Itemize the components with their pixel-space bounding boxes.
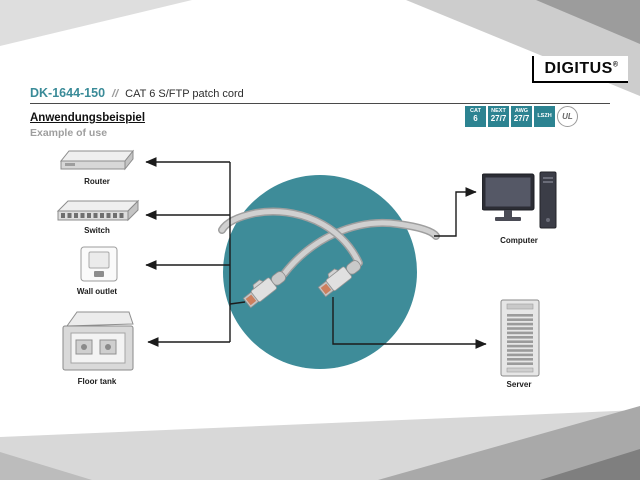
badge-cat6: CAT 6 [465, 106, 486, 127]
computer-label: Computer [500, 236, 538, 245]
product-header: DK-1644-150 // CAT 6 S/FTP patch cord [30, 86, 244, 100]
registered-mark: ® [612, 61, 618, 69]
wall-outlet-icon [80, 246, 118, 282]
server-label: Server [506, 380, 532, 389]
badge-awg: AWG 27/7 [511, 106, 532, 127]
wall-outlet-label: Wall outlet [76, 287, 118, 296]
section-subheading: Example of use [30, 127, 108, 139]
badge-lszh-top: LSZH [537, 112, 552, 119]
rj45-connector-right [317, 260, 362, 298]
badge-cat6-main: 6 [473, 114, 478, 124]
badge-lszh: LSZH [534, 106, 555, 127]
badge-next-main: 27/7 [490, 114, 507, 124]
badge-cat6-top: CAT [470, 108, 481, 115]
ul-label: UL [562, 112, 573, 121]
badge-awg-main: 27/7 [513, 114, 530, 124]
trunk-to-connector-line [229, 301, 246, 305]
header-divider [30, 103, 610, 104]
server-icon [500, 299, 540, 377]
switch-icon [56, 199, 140, 222]
router-icon [59, 149, 135, 171]
connection-lines [145, 157, 487, 349]
floor-tank-label: Floor tank [77, 377, 117, 386]
arrow-to-computer [434, 187, 477, 237]
patch-cord-cable [218, 207, 440, 278]
brand-name: DIGITUS [544, 60, 613, 77]
router-label: Router [84, 177, 110, 186]
badge-next-top: NEXT [491, 108, 506, 115]
arrow-to-server [332, 297, 487, 349]
product-code: DK-1644-150 [30, 86, 106, 100]
digitus-logo: DIGITUS® [532, 56, 628, 83]
floor-tank-icon [62, 311, 134, 371]
badge-next: NEXT 27/7 [488, 106, 509, 127]
ul-certification-mark: UL [557, 106, 578, 127]
badge-awg-top: AWG [514, 108, 529, 115]
computer-icon [482, 171, 557, 229]
product-title: CAT 6 S/FTP patch cord [125, 88, 244, 100]
switch-label: Switch [84, 226, 110, 235]
rj45-connector-left [242, 271, 287, 309]
product-circle [223, 175, 417, 369]
header-separator: // [112, 88, 119, 100]
spec-badges: CAT 6 NEXT 27/7 AWG 27/7 LSZH UL [465, 106, 578, 127]
section-heading: Anwendungsbeispiel [30, 112, 146, 124]
